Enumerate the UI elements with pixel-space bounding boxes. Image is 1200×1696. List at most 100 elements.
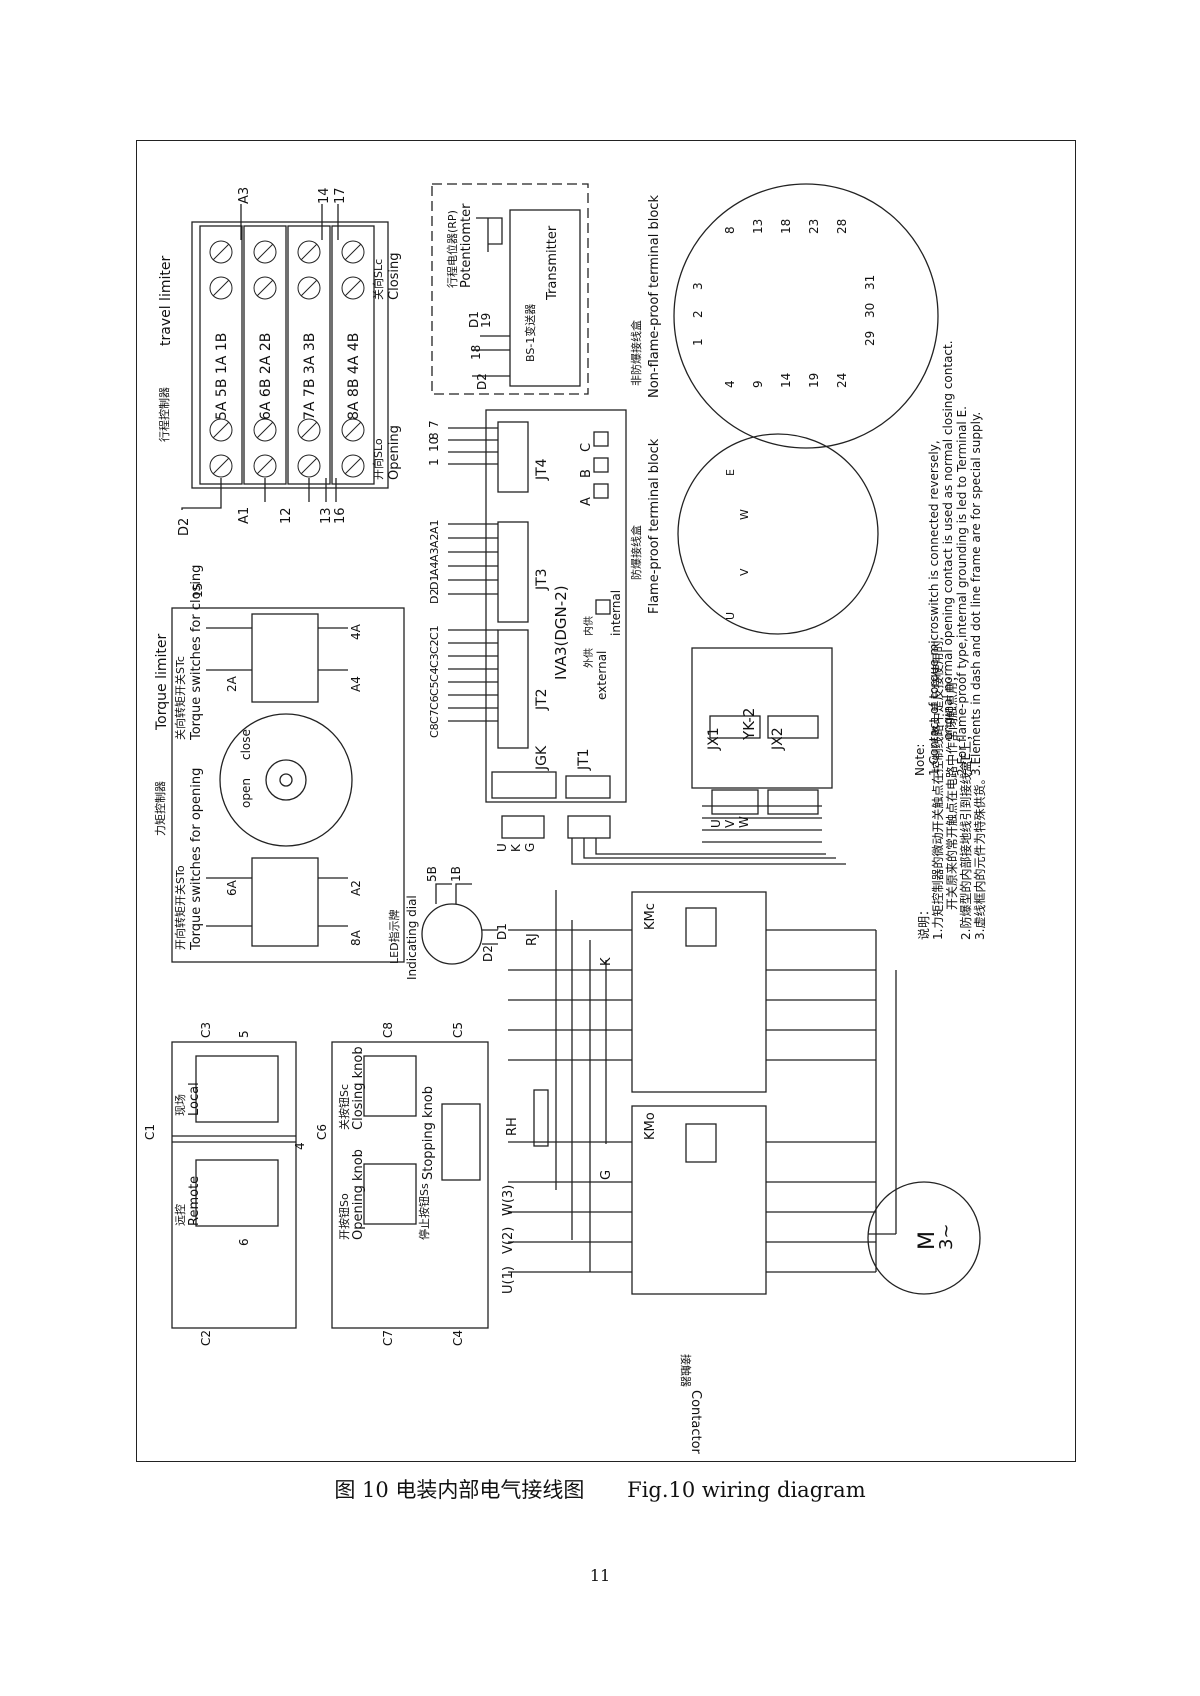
led-en: Indicating dial bbox=[405, 895, 419, 980]
slo-en: Opening bbox=[387, 425, 402, 480]
flame-w: W bbox=[738, 509, 751, 520]
sel-c8: C8 bbox=[381, 1022, 395, 1038]
non-flame-cn: 非防爆接线盒 bbox=[629, 320, 643, 386]
g-label: G bbox=[599, 1170, 614, 1180]
contactor-circuit bbox=[508, 890, 981, 1295]
opening-cn: 开按钮So bbox=[337, 1193, 351, 1240]
figure-caption: 图 10 电装内部电气接线图 Fig.10 wiring diagram bbox=[0, 1474, 1200, 1504]
note-line-4: 3.Elements in dash and dot line frame ar… bbox=[969, 412, 983, 776]
note-title: Note: bbox=[913, 744, 927, 776]
nf-4: 4 bbox=[723, 380, 737, 388]
jt4-t1: 1 bbox=[427, 458, 441, 466]
sto-en: Torque switches for opening bbox=[189, 768, 204, 951]
nf-13: 13 bbox=[751, 219, 765, 234]
uvw-connector bbox=[711, 789, 759, 815]
jt2-t1: C1 bbox=[428, 625, 441, 640]
term-4a: 4A bbox=[349, 623, 363, 640]
led-cn: LED指示牌 bbox=[387, 909, 401, 964]
pot-d2: D2 bbox=[475, 373, 489, 390]
sel-c3: C3 bbox=[199, 1022, 213, 1038]
non-flame-terminal-block bbox=[673, 183, 939, 449]
note-line-3: 2.For flame-proof type,internal groundin… bbox=[955, 406, 969, 776]
kmc-label: KMc bbox=[643, 903, 658, 930]
external-en: external bbox=[595, 651, 609, 700]
jgk-label: JGK bbox=[534, 745, 550, 771]
nf-row-1b: 2 bbox=[691, 310, 705, 318]
stop-en: Stopping knob bbox=[421, 1086, 436, 1180]
term-a4: A4 bbox=[349, 676, 363, 692]
led-d1: D1 bbox=[495, 923, 509, 940]
abc-a: A bbox=[579, 497, 594, 506]
rj-label: RJ bbox=[525, 933, 540, 946]
term-a1: A1 bbox=[237, 507, 252, 524]
motor-label: M bbox=[915, 1231, 940, 1250]
pot-19: 19 bbox=[479, 313, 493, 328]
term-6a: 6A bbox=[225, 879, 239, 896]
remote-en: Remote bbox=[187, 1176, 202, 1226]
close-label: close bbox=[239, 729, 253, 760]
slo-cn: 开向SLo bbox=[371, 438, 385, 480]
phase-v: V(2) bbox=[501, 1227, 516, 1254]
flame-terminal-block bbox=[677, 433, 879, 635]
jt3-t6: D2 bbox=[428, 589, 441, 604]
jt2-t7: C7 bbox=[428, 709, 441, 724]
jt2-t2: C2 bbox=[428, 639, 441, 654]
sel-c5: C5 bbox=[451, 1022, 465, 1038]
iva3-board bbox=[448, 409, 627, 803]
travel-limiter-row-1: 5A 5B 1A 1B bbox=[214, 333, 230, 420]
sto-cn: 开向转矩开关STo bbox=[173, 865, 187, 950]
jx2-connector bbox=[767, 789, 819, 815]
led-d2: D2 bbox=[481, 945, 495, 962]
phase-u: U(1) bbox=[501, 1266, 516, 1294]
page-number: 11 bbox=[589, 1566, 611, 1585]
led-1b: 1B bbox=[449, 866, 463, 882]
uvw-v: V bbox=[723, 819, 737, 828]
jt3-t2: A2 bbox=[428, 533, 441, 548]
pot-d1: D1 bbox=[467, 311, 481, 328]
sel-c1: C1 bbox=[143, 1124, 157, 1140]
diagram-frame bbox=[136, 140, 1076, 1462]
jt2-t5: C5 bbox=[428, 681, 441, 696]
pot-18: 18 bbox=[469, 345, 483, 360]
local-en: Local bbox=[187, 1082, 202, 1116]
nf-row-1: 1 bbox=[691, 338, 705, 346]
flame-en: Flame-proof terminal block bbox=[647, 438, 662, 614]
ukg-connector bbox=[501, 815, 545, 839]
jt3-t3: A3 bbox=[428, 547, 441, 562]
jt2-t3: C3 bbox=[428, 653, 441, 668]
nf-14: 14 bbox=[779, 373, 793, 388]
ukg-g: G bbox=[523, 843, 537, 852]
note-cn-line-1: 1.力矩控制器的微动开关触点在控制线路中是反接使用的, bbox=[930, 637, 945, 940]
caption-cn: 图 10 电装内部电气接线图 bbox=[334, 1478, 585, 1502]
slc-cn: 关向SLc bbox=[371, 259, 385, 300]
nf-19: 19 bbox=[807, 373, 821, 388]
nf-30: 30 bbox=[863, 303, 877, 318]
jt4-label: JT4 bbox=[534, 458, 550, 481]
nf-31: 31 bbox=[863, 275, 877, 290]
external-cn: 外供 bbox=[582, 648, 595, 668]
slc-en: Closing bbox=[387, 252, 402, 300]
jt2-t4: C4 bbox=[428, 667, 441, 682]
nf-29: 29 bbox=[863, 331, 877, 346]
sel-c7: C7 bbox=[381, 1330, 395, 1346]
jt3-t5: D1 bbox=[428, 575, 441, 590]
jt4-t4: 7 bbox=[427, 420, 441, 428]
flame-cn: 防爆接线盒 bbox=[629, 525, 643, 580]
abc-b: B bbox=[579, 469, 594, 478]
term-d2-top: D2 bbox=[177, 518, 192, 536]
jx1-label: JX1 bbox=[706, 727, 722, 751]
jt2-t8: C8 bbox=[428, 723, 441, 738]
potentiometer-en: Potentiomter bbox=[459, 203, 474, 288]
uvw-w: W bbox=[737, 816, 751, 828]
note-cn-line-3: 2.防爆型的内部接地线引到接线盒E上； bbox=[958, 729, 973, 940]
board-name: IVA3(DGN-2) bbox=[552, 585, 570, 680]
stc-en: Torque switches for closing bbox=[189, 565, 204, 741]
yk2-module bbox=[691, 647, 833, 843]
term-14: 14 bbox=[317, 187, 332, 204]
nf-18: 18 bbox=[779, 219, 793, 234]
travel-limiter-title-en: travel limiter bbox=[158, 256, 174, 346]
sel-c6: C6 bbox=[315, 1124, 329, 1140]
term-12: 12 bbox=[279, 507, 294, 524]
flame-e: E bbox=[724, 469, 737, 476]
torque-title-en: Torque limiter bbox=[154, 634, 170, 731]
